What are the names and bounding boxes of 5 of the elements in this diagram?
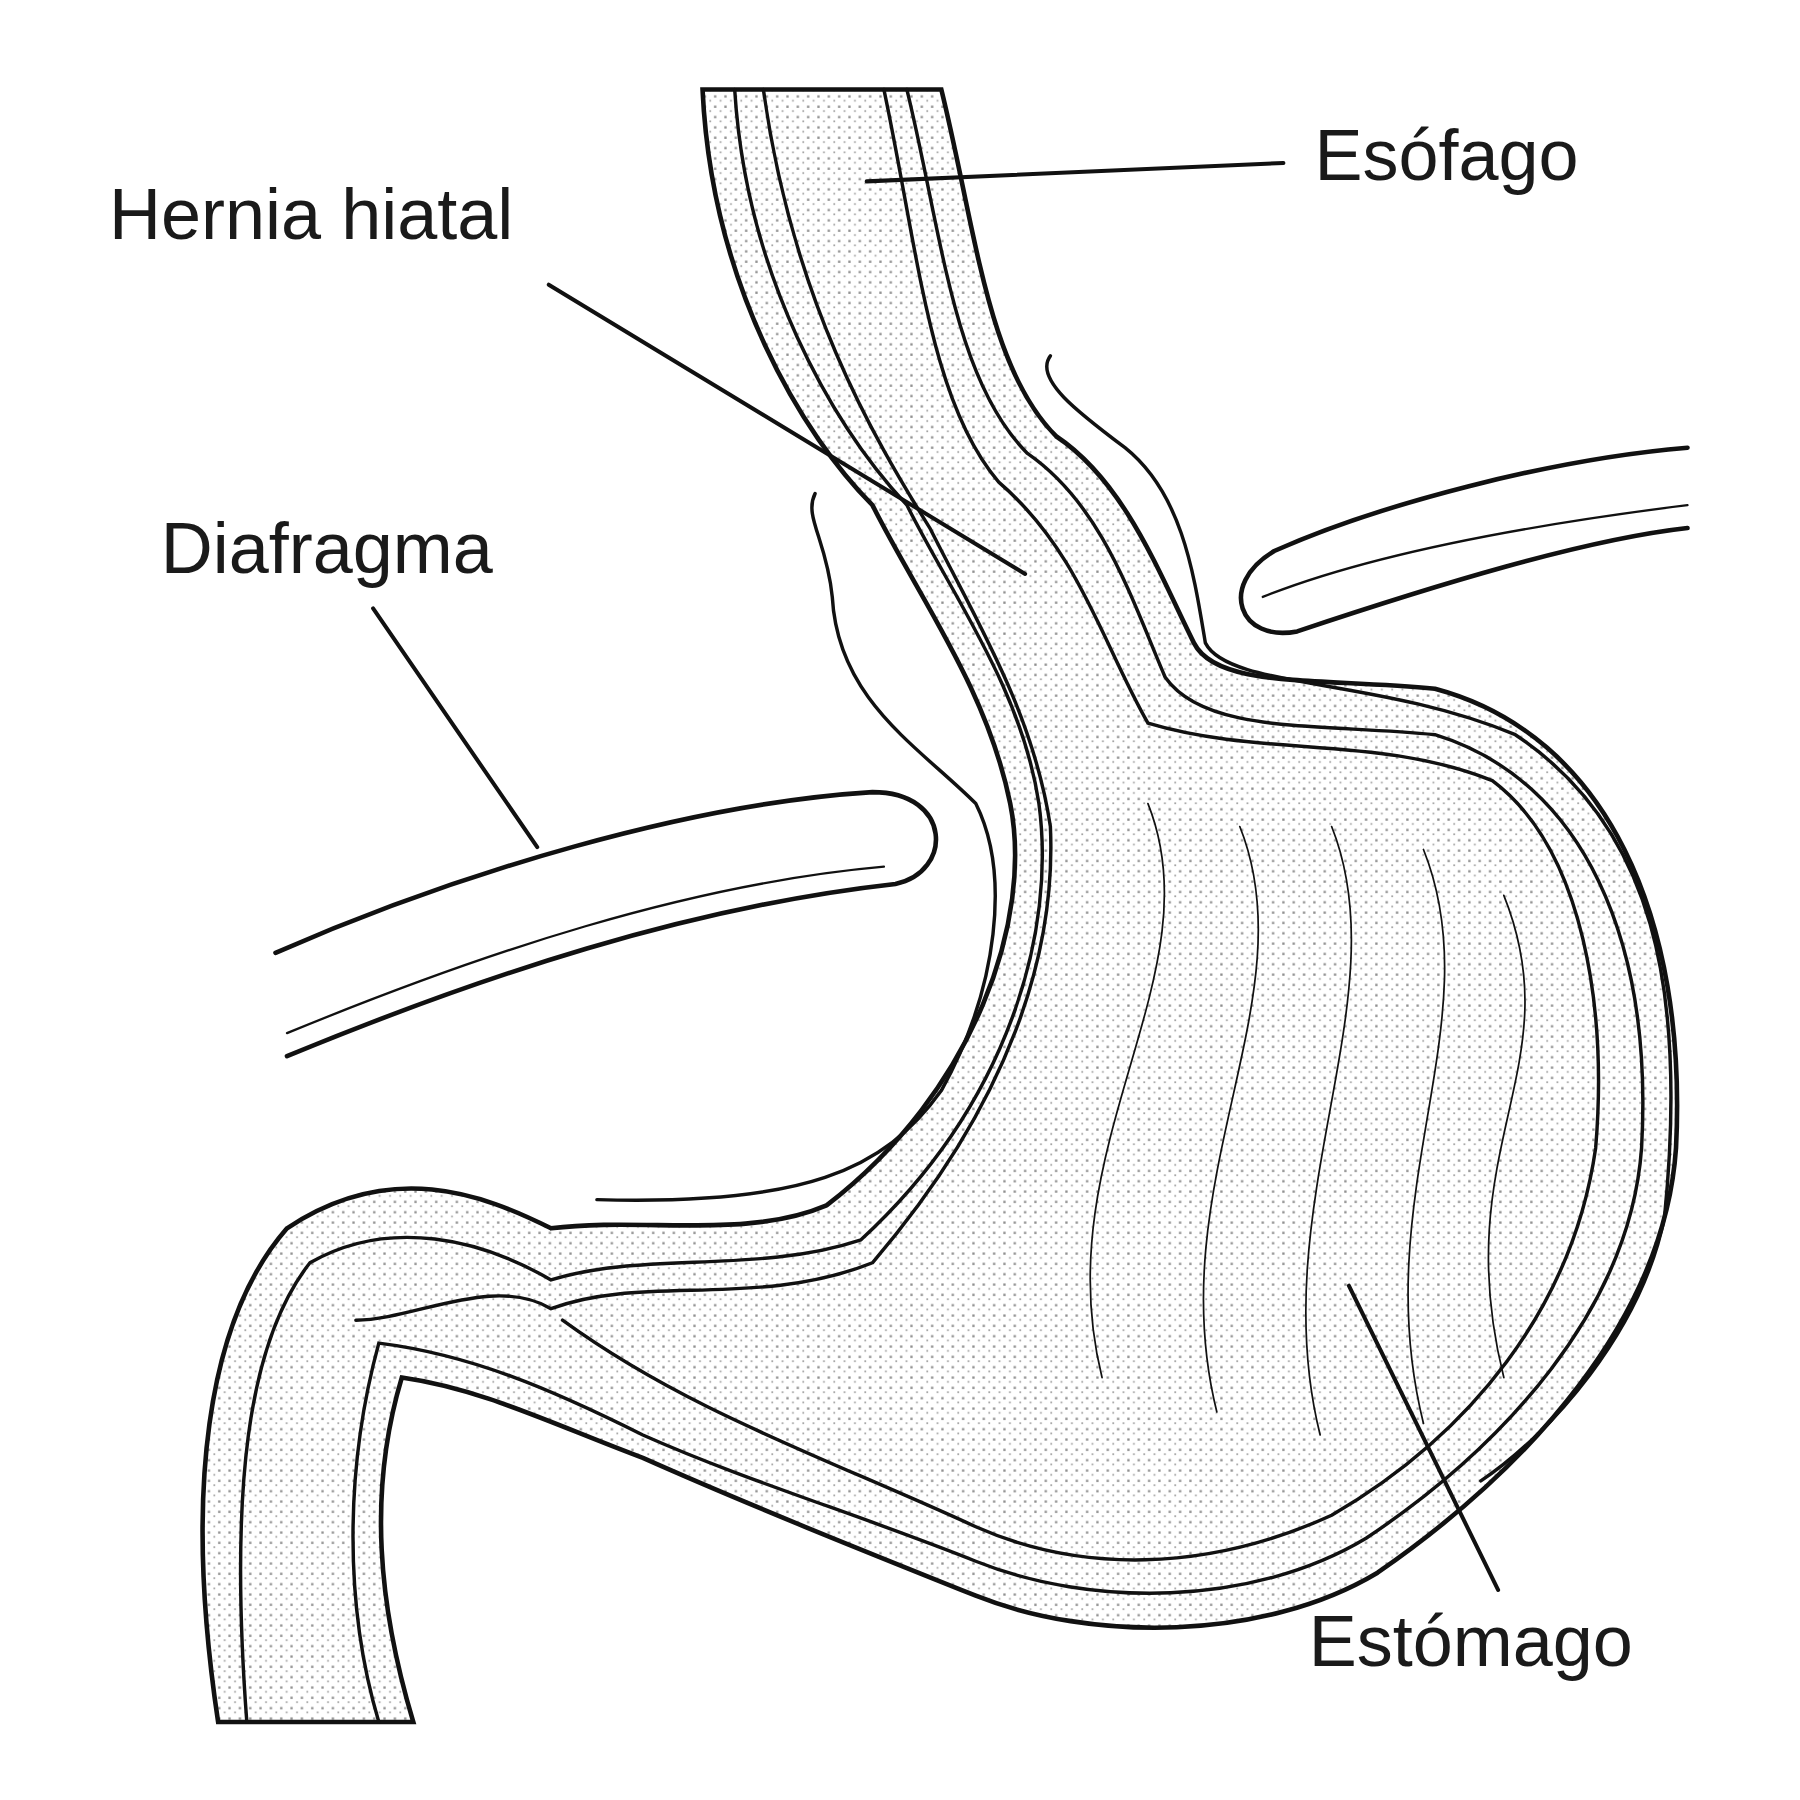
leader-line (864, 161, 1286, 184)
leader-line (371, 606, 540, 850)
leader-line (546, 282, 1028, 576)
leader-line (1346, 1283, 1501, 1592)
part-label: Hernia hiatal (109, 177, 514, 250)
